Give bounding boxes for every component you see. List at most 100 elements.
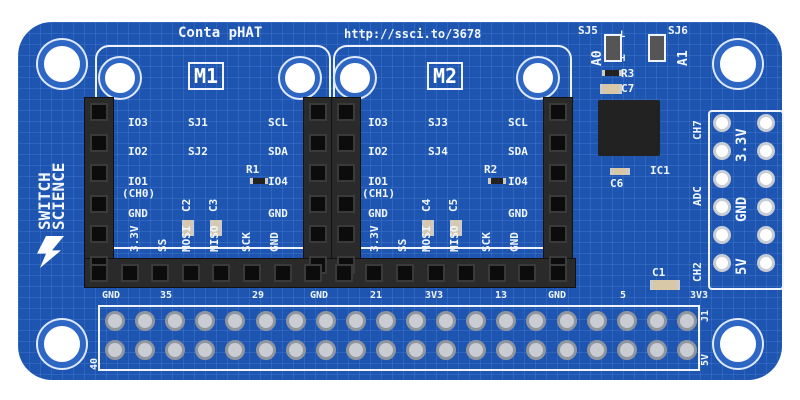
label-gnd: GND (268, 207, 288, 220)
label-sj1: SJ1 (188, 116, 208, 129)
gpio-pin (496, 311, 517, 331)
header-pin (181, 264, 200, 282)
gpio-pin (135, 311, 156, 331)
label-33v: 3.3V (368, 225, 381, 253)
adc-pin-hole (757, 226, 775, 244)
adc-pin-hole (713, 142, 731, 160)
label-gnd: GND (268, 232, 281, 252)
label-io1: IO1 (128, 175, 148, 188)
gpio-pin (225, 311, 246, 331)
gpio-pin (616, 311, 637, 331)
gpio-pin (345, 311, 366, 331)
header-pin (309, 225, 327, 243)
label-c5: C5 (447, 198, 460, 212)
label-io1: IO1 (368, 175, 388, 188)
gpio-label: 3V3 (425, 290, 444, 301)
header-pin (212, 264, 231, 282)
gpio-pin (586, 311, 607, 331)
gpio-label: 35 (160, 290, 173, 301)
gpio-pin (616, 340, 637, 360)
gpio-pin (195, 340, 216, 360)
label-c7: C7 (621, 82, 635, 95)
label-5v: 5V (700, 353, 711, 366)
resistor (250, 178, 268, 184)
gpio-pin (345, 340, 366, 360)
gpio-pin (466, 340, 487, 360)
gpio-label: 21 (370, 290, 383, 301)
gpio-label: GND (548, 290, 567, 301)
label-sck: SCK (480, 232, 493, 252)
header-pin (549, 133, 567, 152)
gpio-pin (526, 311, 547, 331)
adc-pin-hole (713, 254, 731, 272)
mounting-hole (714, 40, 762, 88)
label-io4: IO4 (508, 175, 528, 188)
header-pin (90, 264, 108, 282)
header-pin (334, 264, 353, 282)
gpio-pin (466, 311, 487, 331)
module-label-m1: M1 (188, 62, 225, 90)
gpio-pin (406, 311, 426, 331)
adc-pin-hole (757, 198, 775, 216)
label-gnd: GND (508, 207, 528, 220)
adc-connector-outline (708, 110, 784, 290)
label-ch1: (CH1) (362, 187, 396, 200)
gpio-label: GND (102, 290, 121, 301)
capacitor (182, 220, 194, 236)
gpio-pin (225, 340, 246, 360)
pin-header-middle-2 (331, 97, 361, 287)
header-pin (549, 264, 567, 282)
gpio-pin (496, 340, 517, 360)
header-pin (549, 164, 567, 182)
label-mosi: MOSI (420, 225, 433, 253)
label-ss: SS (396, 238, 409, 252)
header-pin (365, 264, 384, 282)
gpio-pin (255, 311, 276, 331)
label-mosi: MOSI (180, 225, 193, 253)
header-pin (309, 164, 327, 182)
label-adc: ADC (691, 186, 704, 206)
module-hole (335, 58, 375, 98)
gpio-pin (526, 340, 547, 360)
mounting-hole (714, 320, 762, 368)
header-pin (90, 194, 108, 213)
header-pin (396, 264, 414, 282)
header-pin (273, 264, 292, 282)
header-pin (337, 133, 355, 152)
label-c1: C1 (652, 266, 666, 279)
label-sj4: SJ4 (428, 145, 448, 158)
header-pin (309, 103, 327, 121)
gpio-pin (406, 340, 426, 360)
label-5v: 5V (734, 258, 750, 275)
gpio-pin (375, 311, 396, 331)
pin-header-left (84, 97, 114, 287)
gpio-pin (646, 340, 667, 360)
label-gnd: GND (508, 232, 521, 252)
adc-pin-hole (757, 254, 775, 272)
gpio-pin (285, 340, 306, 360)
label-io3: IO3 (368, 116, 388, 129)
label-sj3: SJ3 (428, 116, 448, 129)
header-pin (151, 264, 170, 282)
label-ic1: IC1 (650, 164, 670, 177)
resistor (488, 178, 506, 184)
ic1-chip (598, 100, 660, 156)
module-label-m2: M2 (427, 62, 464, 90)
capacitor (450, 220, 462, 236)
label-gnd: GND (734, 196, 750, 222)
adc-pin-hole (713, 114, 731, 132)
header-pin (90, 103, 108, 121)
label-33v: 3.3V (128, 225, 141, 253)
capacitor (210, 220, 222, 236)
label-sj2: SJ2 (188, 145, 208, 158)
gpio-pin (165, 340, 186, 360)
capacitor (650, 280, 680, 290)
label-pin40: 40 (89, 357, 100, 370)
label-r1: R1 (246, 163, 260, 176)
pin-header-right (543, 97, 573, 287)
gpio-pin (105, 340, 125, 360)
label-ch7: CH7 (691, 120, 704, 140)
gpio-pin (255, 340, 276, 360)
gpio-outline (98, 305, 700, 371)
adc-pin-hole (757, 142, 775, 160)
